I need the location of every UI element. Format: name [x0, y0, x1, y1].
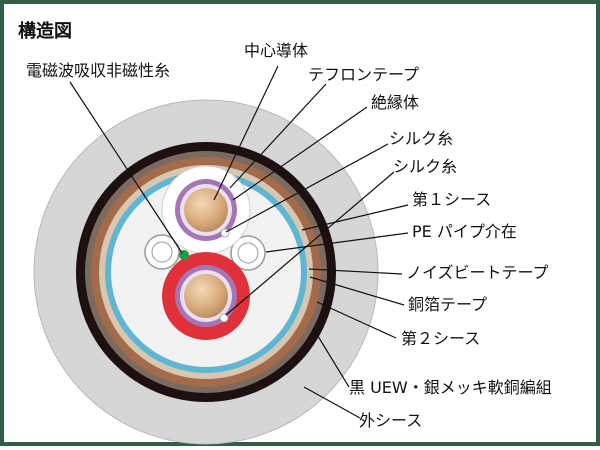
pe-pipe-left-inner [151, 241, 173, 263]
label-first-sheath: 第１シース [412, 190, 491, 209]
label-insulator: 絶縁体 [371, 93, 419, 112]
upper-silk-yarn [220, 228, 230, 238]
leader-lines [69, 65, 409, 419]
label-braid: 黒 UEW・銀メッキ軟銅編組 [349, 378, 552, 397]
lower-conductor [184, 274, 228, 318]
label-center-conductor: 中心導体 [244, 41, 308, 60]
label-copper-foil-tape: 銅箔テープ [408, 295, 487, 314]
label-second-sheath: 第２シース [401, 329, 480, 348]
lower-silk-yarn [219, 313, 229, 323]
label-silk-yarn-1: シルク糸 [389, 129, 453, 148]
upper-conductor [184, 188, 228, 232]
label-teflon-tape: テフロンテープ [308, 65, 419, 84]
label-pe-pipe-filler: PE パイプ介在 [412, 222, 517, 241]
label-outer-sheath: 外シース [359, 411, 422, 430]
label-noise-beat-tape: ノイズビートテープ [406, 263, 549, 282]
label-em-absorbing-yarn: 電磁波吸収非磁性糸 [26, 61, 170, 80]
label-silk-yarn-2: シルク糸 [393, 157, 457, 176]
cable-cross-section-diagram: 構造図 中心導体 電磁波吸収非磁性糸 テフロンテープ 絶縁体 シルク糸 シルク糸… [18, 20, 552, 445]
pe-pipe-right-inner [237, 242, 259, 264]
diagram-title: 構造図 [18, 20, 72, 42]
